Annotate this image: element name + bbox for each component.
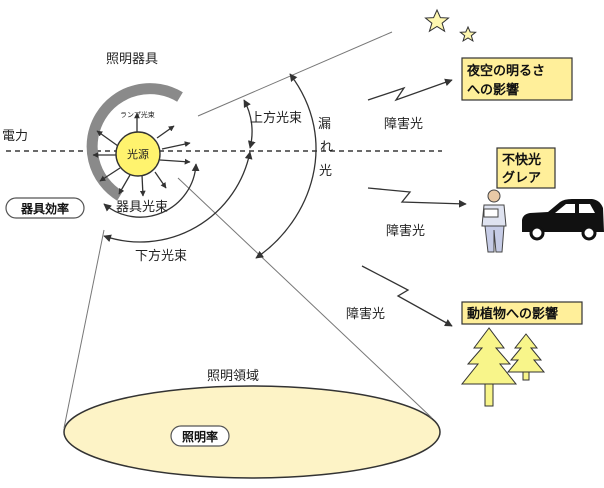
obtrusive-light-arrow-sky [367, 78, 453, 102]
obtrusive-light-label-glare: 障害光 [386, 223, 425, 239]
illuminated-area-ellipse [63, 385, 441, 479]
obtrusive-light-label-sky: 障害光 [384, 116, 423, 132]
glare-effect-line2: グレア [502, 170, 541, 186]
car-icon [522, 199, 604, 241]
leak-light-label-1: 漏 [318, 116, 331, 132]
illuminated-area-label: 照明領域 [207, 368, 259, 384]
obtrusive-light-label-flora: 障害光 [346, 306, 385, 322]
upward-flux-arrow [243, 99, 256, 149]
night-sky-effect-line2: への影響 [467, 82, 519, 98]
obtrusive-light-arrow-glare [367, 187, 467, 208]
fixture-flux-label: 器具光束 [116, 200, 168, 215]
utilization-factor-label: 照明率 [182, 429, 218, 444]
glare-effect-line1: 不快光 [502, 152, 541, 168]
star-icon-small [459, 25, 477, 43]
downward-flux-arrow [103, 151, 253, 243]
upward-flux-label: 上方光束 [250, 110, 302, 126]
night-sky-effect-line1: 夜空の明るさ [466, 63, 545, 79]
light-source-label: 光源 [127, 147, 149, 161]
lamp-flux-label: ランプ光束 [120, 110, 155, 119]
utilization-factor-pill [170, 425, 230, 447]
flora-fauna-effect-text: 動植物への影響 [467, 306, 558, 322]
leak-light-arrow [255, 73, 317, 259]
fixture-efficiency-label: 器具効率 [20, 201, 69, 216]
leak-light-label-3: 光 [319, 164, 332, 179]
upper-leak-line [197, 31, 393, 117]
person-icon [481, 189, 507, 253]
tree-icon-small [506, 333, 546, 381]
obtrusive-light-arrow-flora [361, 265, 453, 327]
power-label: 電力 [2, 129, 28, 144]
leak-light-label-2: れ [320, 140, 333, 155]
star-icon-large [424, 8, 450, 33]
night-sky-effect-box [461, 57, 573, 101]
fixture-label: 照明器具 [106, 52, 158, 67]
downward-flux-label: 下方光束 [135, 248, 187, 264]
cone-left-line [63, 229, 105, 429]
fixture-efficiency-pill [5, 197, 85, 219]
tree-icon-large [460, 327, 518, 407]
flora-fauna-effect-box [461, 301, 583, 325]
glare-effect-box [496, 147, 556, 189]
